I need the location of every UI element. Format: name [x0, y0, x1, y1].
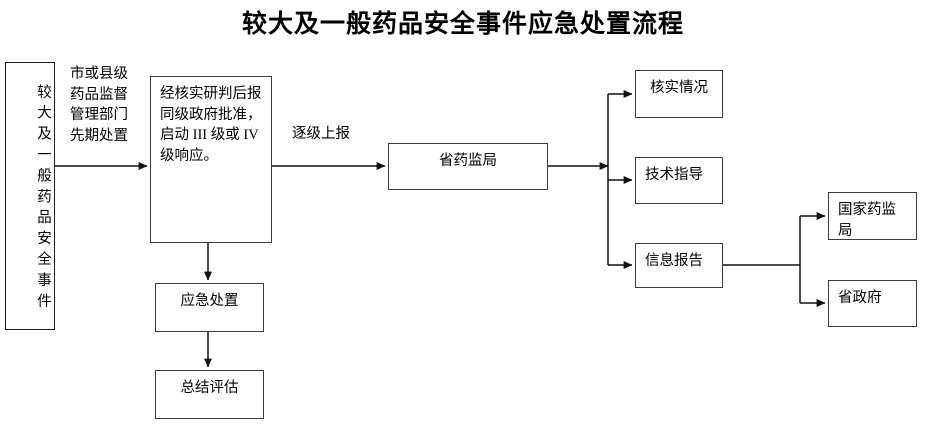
- node-national-mpa[interactable]: 国家药监局: [828, 192, 917, 240]
- node-technical-guidance-label: 技术指导: [645, 167, 703, 183]
- node-summary-evaluation[interactable]: 总结评估: [155, 370, 264, 419]
- node-information-report[interactable]: 信息报告: [635, 243, 723, 288]
- node-emergency-response[interactable]: 应急处置: [155, 283, 264, 332]
- node-provincial-government-label: 省政府: [838, 290, 882, 306]
- node-provincial-mpa[interactable]: 省药监局: [388, 143, 548, 190]
- node-source-event-label: 较大及一般药品安全事件: [35, 84, 51, 314]
- node-verify-situation-label: 核实情况: [650, 80, 708, 96]
- node-technical-guidance[interactable]: 技术指导: [635, 157, 723, 204]
- page-title: 较大及一般药品安全事件应急处置流程: [241, 11, 684, 38]
- node-assessment-label: 经核实研判后报 同级政府批准， 启动 III 级或 IV 级响应。: [160, 86, 262, 164]
- node-assessment[interactable]: 经核实研判后报 同级政府批准， 启动 III 级或 IV 级响应。: [150, 76, 272, 243]
- edge-label-level-by-level-report: 逐级上报: [292, 126, 350, 142]
- node-verify-situation[interactable]: 核实情况: [635, 70, 723, 118]
- edge-label-initial-handling: 市或县级 药品监督 管理部门 先期处置: [70, 66, 128, 144]
- node-source-event[interactable]: 较大及一般药品安全事件: [5, 62, 55, 330]
- node-summary-evaluation-label: 总结评估: [180, 380, 239, 396]
- node-information-report-label: 信息报告: [645, 253, 703, 269]
- node-national-mpa-label: 国家药监局: [838, 202, 896, 239]
- node-provincial-government[interactable]: 省政府: [828, 280, 917, 327]
- node-emergency-response-label: 应急处置: [180, 293, 239, 309]
- node-provincial-mpa-label: 省药监局: [439, 153, 497, 169]
